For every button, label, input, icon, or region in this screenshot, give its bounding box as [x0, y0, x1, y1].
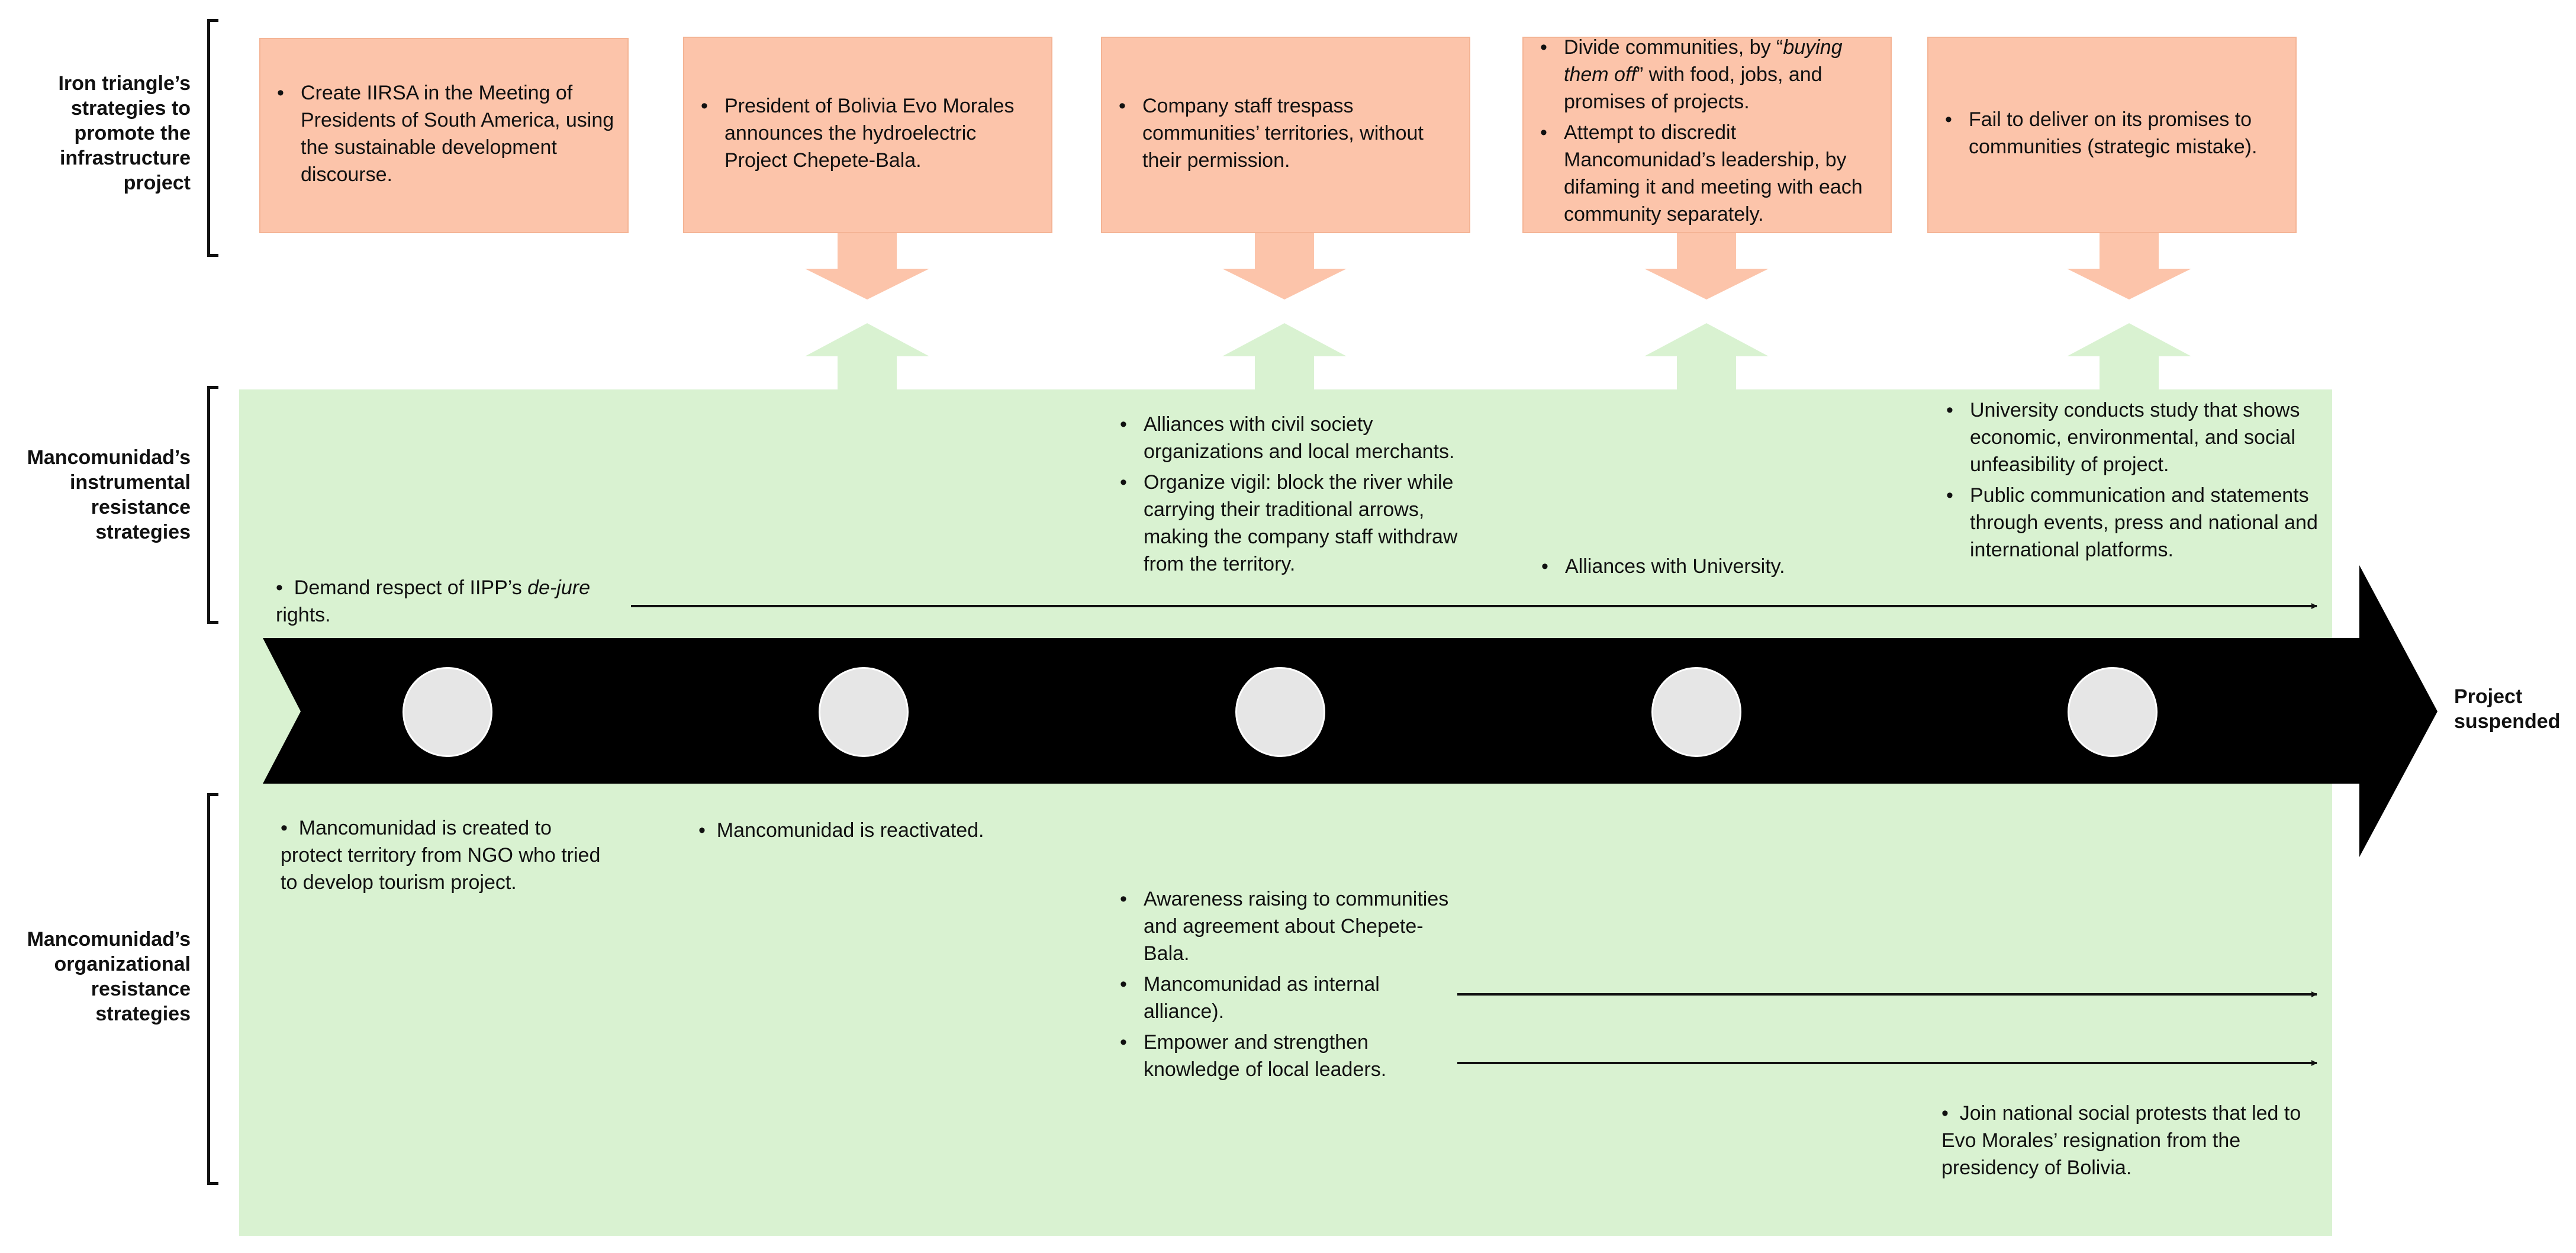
up-arrow-3 [1222, 323, 1347, 391]
iron-triangle-item: Fail to deliver on its promises to commu… [1943, 106, 2284, 160]
list-item: Organize vigil: block the river while ca… [1118, 469, 1485, 578]
row-label-iron-triangle: Iron triangle’s strategies to promote th… [58, 72, 191, 194]
bracket-instrumental [207, 386, 218, 624]
iron-triangle-box-2: President of Bolivia Evo Morales announc… [683, 37, 1052, 233]
organizational-item-col1: • Mancomunidad is created to protect ter… [281, 817, 601, 894]
up-arrow-5 [2067, 323, 2191, 391]
down-arrow-2 [805, 233, 929, 299]
iron-triangle-item: Create IIRSA in the Meeting of President… [275, 79, 616, 188]
row-label-instrumental: Mancomunidad’s instrumental resistance s… [27, 446, 191, 543]
instrumental-list-col5: University conducts study that shows eco… [1944, 397, 2323, 567]
up-arrow-2 [805, 323, 929, 391]
list-item: Mancomunidad as internal alliance). [1118, 971, 1449, 1025]
timeline-circle-4 [1651, 667, 1741, 757]
list-item: Alliances with civil society organizatio… [1118, 411, 1485, 465]
instrumental-list-col4: Alliances with University. [1539, 553, 1847, 584]
timeline-circle-3 [1235, 667, 1325, 757]
up-arrow-4 [1644, 323, 1769, 391]
timeline-arrow [263, 565, 2437, 857]
list-item: Public communication and statements thro… [1944, 482, 2323, 563]
instrumental-list-col3: Alliances with civil society organizatio… [1118, 411, 1485, 581]
iron-triangle-box-1: Create IIRSA in the Meeting of President… [259, 38, 629, 233]
list-item: University conducts study that shows eco… [1944, 397, 2323, 478]
iron-triangle-box-4: Divide communities, by “buying them off”… [1522, 34, 1892, 233]
iron-triangle-item: Attempt to discredit Mancomunidad’s lead… [1538, 119, 1879, 228]
down-arrow-5 [2067, 233, 2191, 299]
timeline-circle-2 [819, 667, 909, 757]
iron-triangle-box-3: Company staff trespass communities’ terr… [1101, 37, 1470, 233]
list-item: Awareness raising to communities and agr… [1118, 885, 1449, 967]
timeline-circle-5 [2068, 667, 2158, 757]
organizational-item-col2: • Mancomunidad is reactivated. [698, 819, 984, 842]
list-item: Empower and strengthen knowledge of loca… [1118, 1029, 1449, 1083]
iron-triangle-item: Company staff trespass communities’ terr… [1116, 92, 1457, 174]
list-item: Alliances with University. [1539, 553, 1847, 580]
instrumental-item-col1: • Demand respect of IIPP’s de-jure right… [276, 576, 590, 626]
bracket-iron-triangle [207, 19, 218, 257]
organizational-list-col3: Awareness raising to communities and agr… [1118, 885, 1449, 1087]
organizational-item-col5: • Join national social protests that led… [1941, 1102, 2301, 1179]
timeline-circle-1 [402, 667, 492, 757]
bracket-organizational [207, 793, 218, 1185]
project-suspended-label: Project suspended [2454, 685, 2561, 733]
iron-triangle-item: President of Bolivia Evo Morales announc… [698, 92, 1039, 174]
row-label-organizational: Mancomunidad’s organizational resistance… [27, 928, 191, 1025]
iron-triangle-item: Divide communities, by “buying them off”… [1538, 34, 1879, 115]
iron-triangle-box-5: Fail to deliver on its promises to commu… [1927, 37, 2297, 233]
down-arrow-4 [1644, 233, 1769, 299]
down-arrow-3 [1222, 233, 1347, 299]
